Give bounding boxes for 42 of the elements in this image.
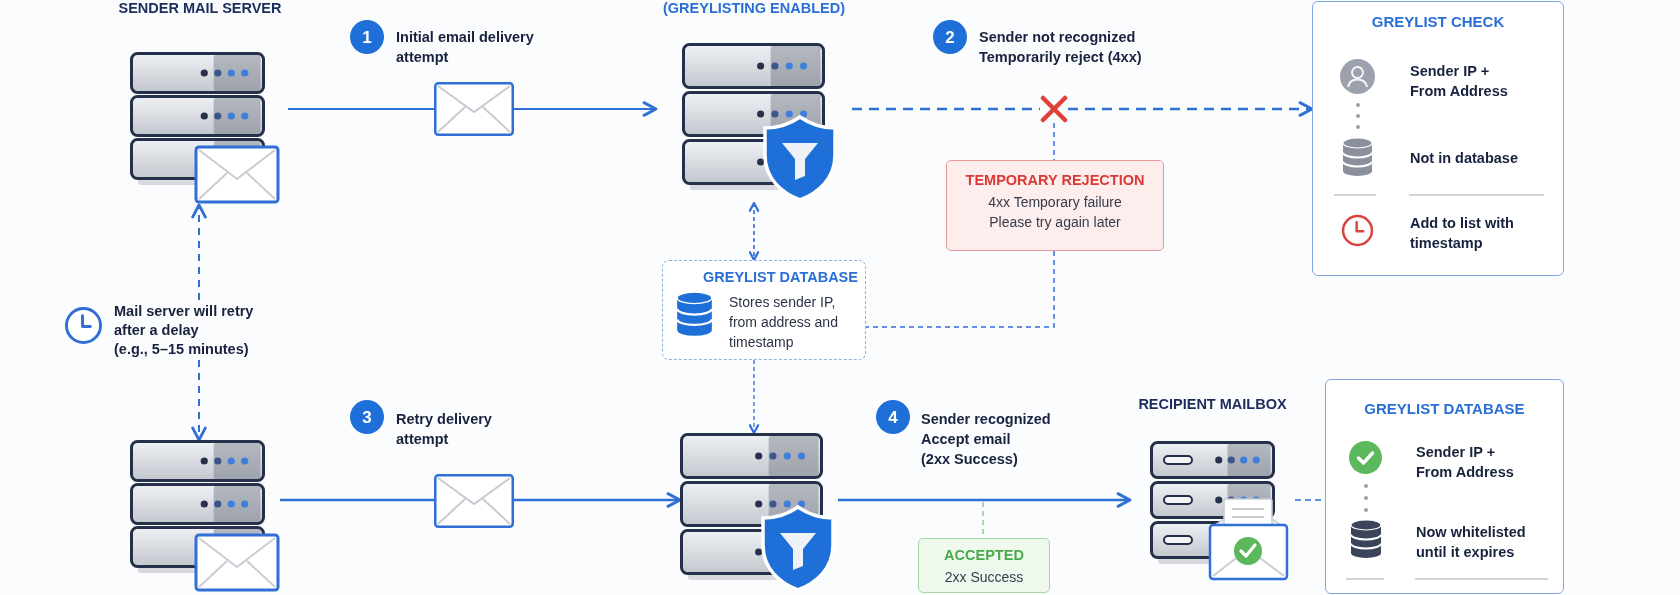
row-text: Add to list with timestamp bbox=[1410, 214, 1515, 253]
step-description: Sender not recognized Temporarily reject (4xx) bbox=[979, 28, 1143, 67]
database-box bbox=[662, 260, 866, 360]
info-panel bbox=[1312, 1, 1564, 276]
panel-title: GREYLIST DATABASE bbox=[1364, 400, 1525, 418]
panel-title: GREYLIST DATABASE bbox=[703, 268, 858, 286]
server-label: SENDER MAIL SERVER bbox=[118, 0, 282, 17]
accepted-box bbox=[918, 538, 1050, 593]
status-text: 2xx Success bbox=[944, 568, 1024, 587]
panel-title: GREYLIST CHECK bbox=[1371, 13, 1505, 31]
status-text: Please try again later bbox=[989, 213, 1121, 232]
arrow bbox=[748, 359, 760, 435]
note-text: (e.g., 5–15 minutes) bbox=[114, 340, 250, 359]
connector-line bbox=[852, 107, 1040, 111]
row-text: Sender IP + From Address bbox=[1416, 443, 1515, 482]
row-text: Sender IP + From Address bbox=[1410, 62, 1509, 101]
note-text: Mail server will retry after a delay bbox=[114, 302, 255, 340]
step-description: Initial email delivery attempt bbox=[396, 28, 535, 67]
step-number: 2 bbox=[933, 20, 967, 54]
step-description: Retry delivery attempt bbox=[396, 410, 493, 449]
server-label: RECIPIENT MAILBOX bbox=[1138, 396, 1287, 413]
cross-mark-icon bbox=[1040, 95, 1068, 123]
arrow bbox=[191, 203, 207, 301]
step-number: 4 bbox=[876, 400, 910, 434]
status-title: ACCEPTED bbox=[944, 546, 1024, 565]
row-text: Not in database bbox=[1410, 149, 1519, 168]
arrow bbox=[838, 492, 1132, 508]
status-text: 4xx Temporary failure bbox=[988, 193, 1122, 212]
step-number: 3 bbox=[350, 400, 384, 434]
connector-line bbox=[865, 250, 1055, 328]
arrow bbox=[191, 359, 207, 442]
step-description: (2xx Success) bbox=[921, 450, 1019, 469]
server-label: (GREYLISTING ENABLED) bbox=[662, 0, 846, 17]
status-title: TEMPORARY REJECTION bbox=[965, 171, 1145, 190]
step-number: 1 bbox=[350, 20, 384, 54]
arrow bbox=[1068, 101, 1314, 117]
rejection-box bbox=[946, 160, 1164, 251]
info-panel bbox=[1325, 379, 1564, 594]
row-text: Now whitelisted until it expires bbox=[1416, 523, 1527, 562]
panel-text: Stores sender IP, from address and timestamp bbox=[729, 293, 839, 352]
arrow bbox=[748, 201, 760, 262]
step-description: Sender recognized Accept email bbox=[921, 410, 1052, 449]
